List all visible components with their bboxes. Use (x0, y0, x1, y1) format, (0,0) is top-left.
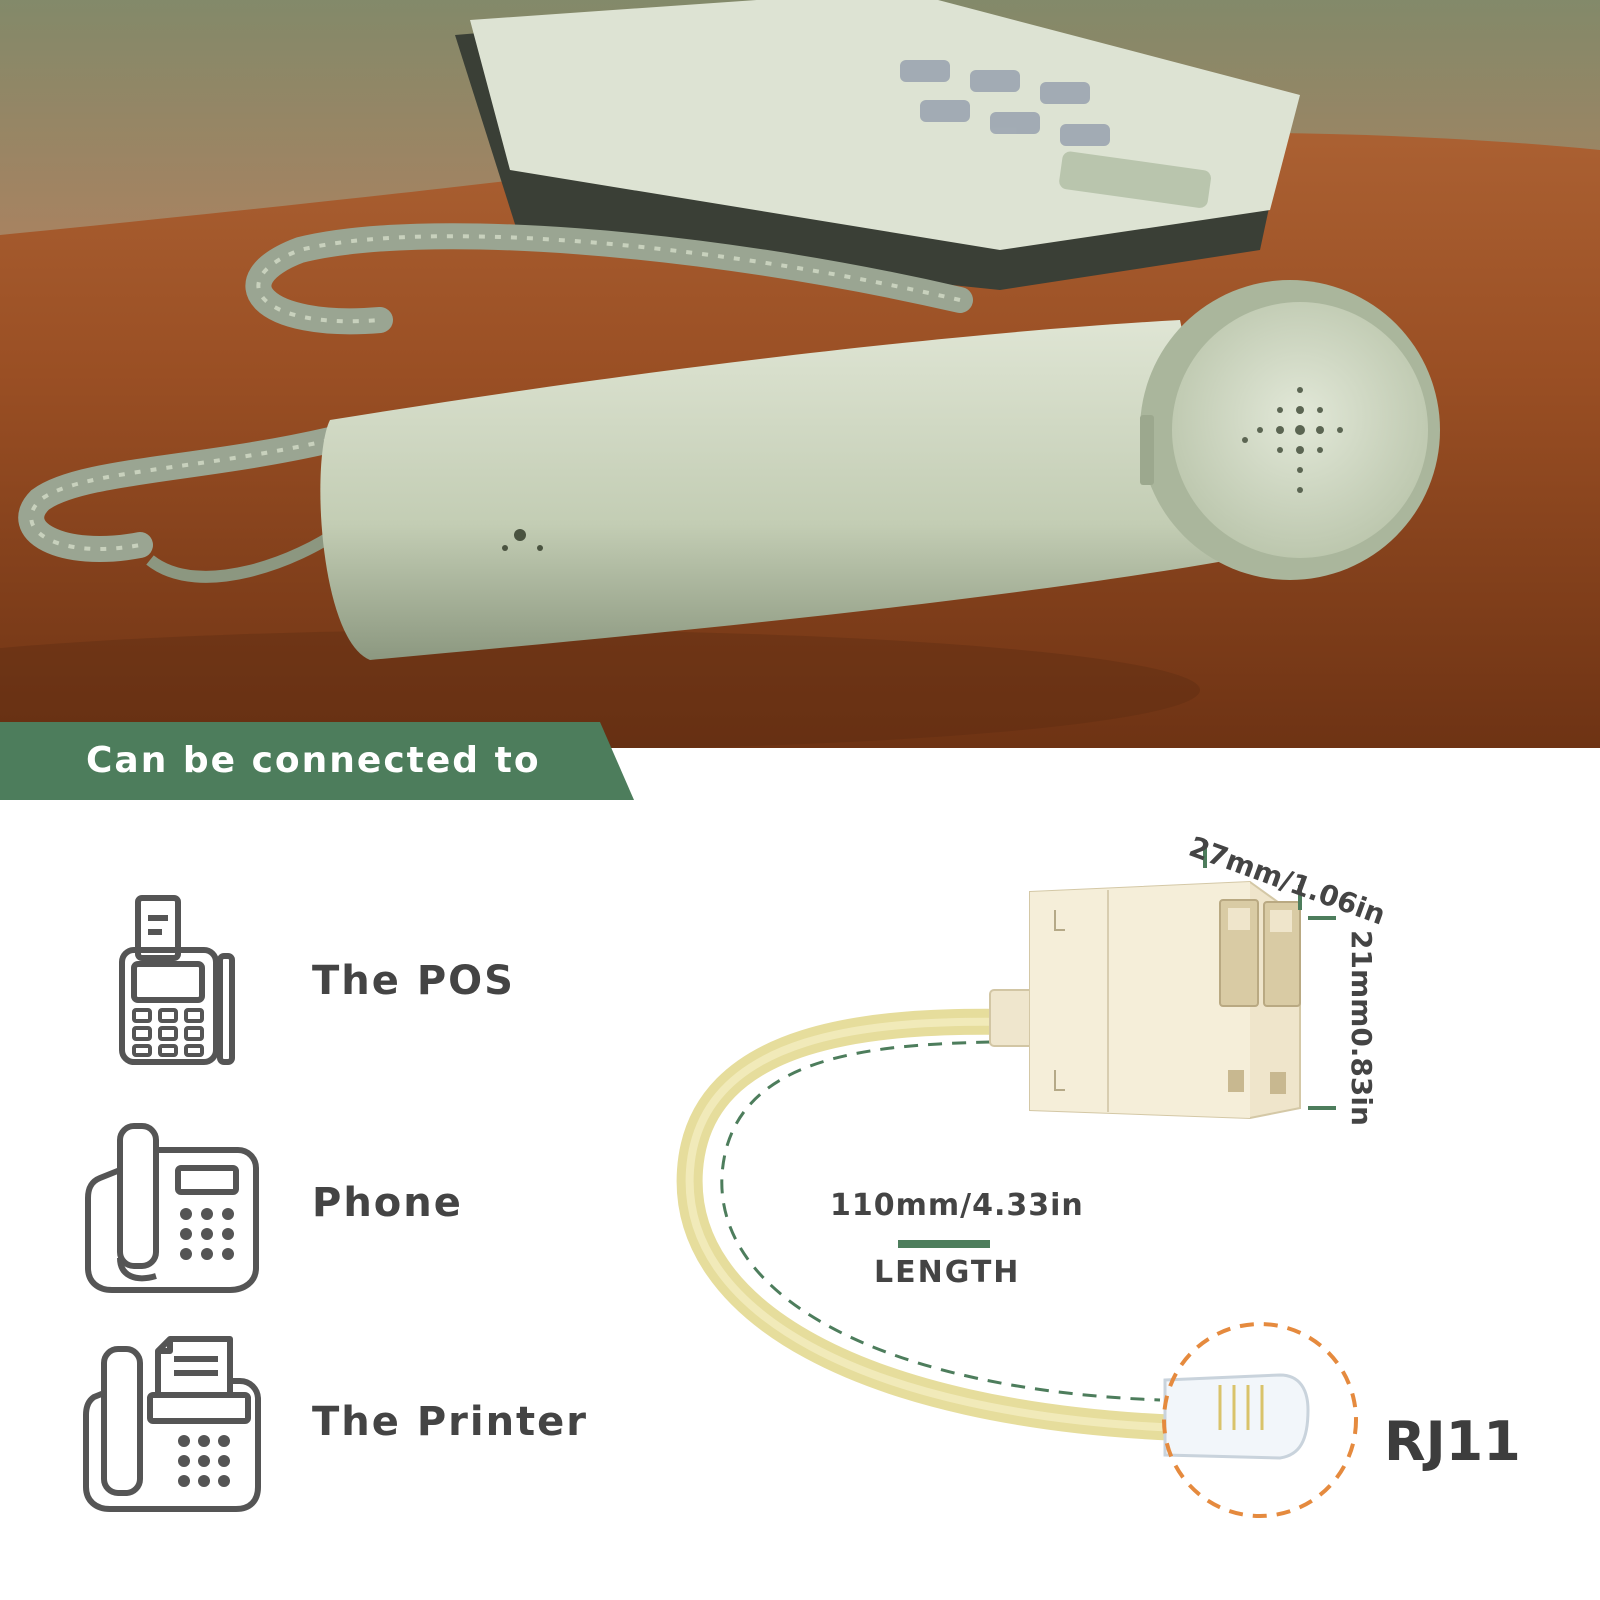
use-label-printer: The Printer (312, 1399, 589, 1445)
desk-phone-icon (85, 1123, 259, 1293)
height-dimension-label: 21mm0.83in (1345, 930, 1378, 1126)
use-item-phone: Phone (80, 1118, 640, 1298)
banner-heading: Can be connected to (86, 740, 541, 781)
telephone-photo (0, 0, 1600, 748)
fax-printer-icon (83, 1336, 261, 1512)
use-item-pos: The POS (80, 890, 640, 1070)
banner-shape (0, 722, 634, 800)
splitter-product-image (676, 840, 1358, 1518)
cable-length-guide (720, 1040, 1161, 1402)
length-dimension-label: 110mm/4.33in (830, 1188, 1084, 1223)
use-item-printer: The Printer (80, 1335, 640, 1515)
pos-terminal-icon (119, 895, 235, 1065)
use-label-pos: The POS (312, 958, 515, 1004)
rj11-label: RJ11 (1384, 1410, 1521, 1473)
length-caption: LENGTH (874, 1255, 1021, 1290)
use-label-phone: Phone (312, 1180, 463, 1226)
rj11-highlight-circle (1162, 1322, 1358, 1518)
